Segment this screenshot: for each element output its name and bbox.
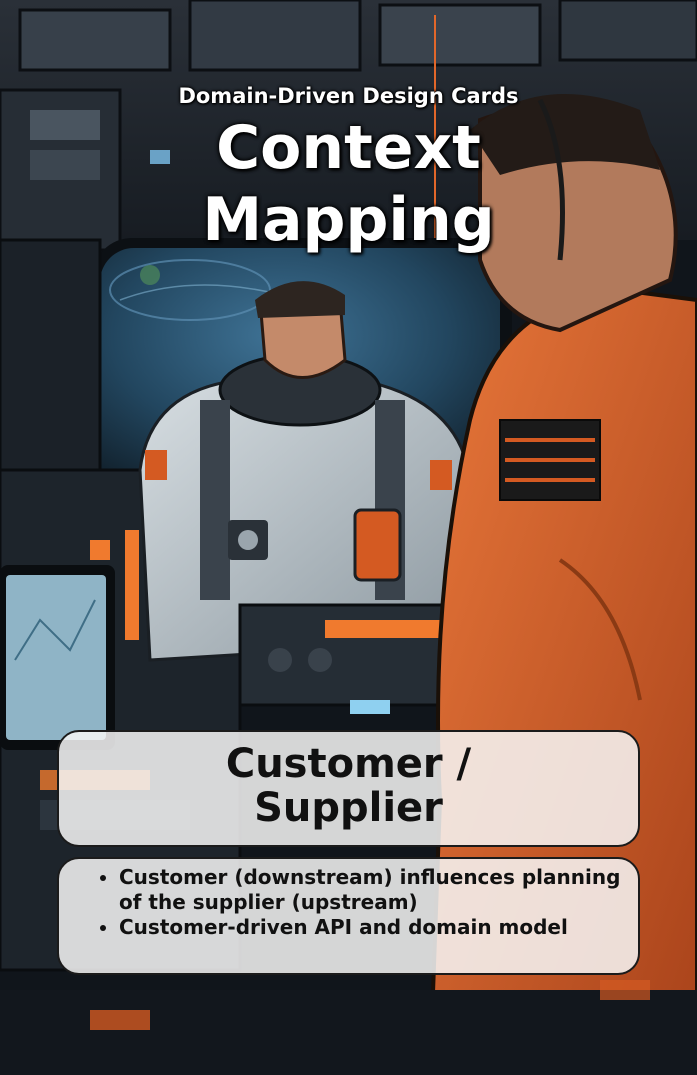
astronaut-white-suit <box>138 281 482 662</box>
pattern-name-line: Supplier <box>254 785 443 831</box>
category-title-line: Context <box>216 113 481 183</box>
bullet-list: Customer (downstream) influences plannin… <box>89 865 624 940</box>
bullet-item: Customer (downstream) influences plannin… <box>119 865 624 915</box>
description-panel: Customer (downstream) influences plannin… <box>57 857 640 975</box>
pattern-name-panel: Customer / Supplier <box>57 730 640 847</box>
category-title: Context Mapping <box>0 112 697 256</box>
pattern-name-line: Customer / <box>225 741 472 787</box>
series-title: Domain-Driven Design Cards <box>178 84 519 108</box>
category-title-line: Mapping <box>202 185 495 255</box>
bullet-item: Customer-driven API and domain model <box>119 915 624 940</box>
